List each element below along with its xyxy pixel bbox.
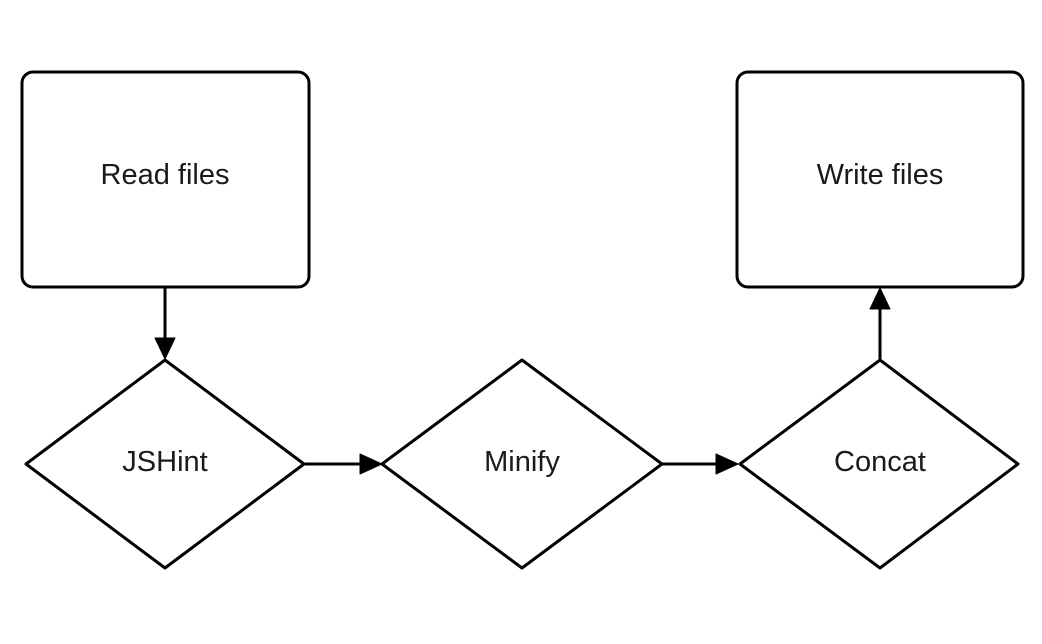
node-read-files[interactable]: Read files — [20, 70, 311, 289]
node-write-files-label: Write files — [817, 159, 944, 191]
node-write-files[interactable]: Write files — [735, 70, 1025, 289]
node-minify-label: Minify — [484, 446, 560, 478]
node-jshint[interactable]: JSHint — [24, 358, 306, 570]
edge-minify-to-concat — [662, 453, 739, 475]
edge-jshint-to-minify — [304, 453, 383, 475]
edge-read-to-jshint — [154, 287, 176, 360]
edge-concat-to-write — [869, 287, 891, 360]
node-jshint-label: JSHint — [122, 446, 207, 478]
node-concat-label: Concat — [834, 446, 926, 478]
node-read-files-label: Read files — [101, 159, 230, 191]
node-concat[interactable]: Concat — [738, 358, 1020, 570]
node-minify[interactable]: Minify — [380, 358, 664, 570]
